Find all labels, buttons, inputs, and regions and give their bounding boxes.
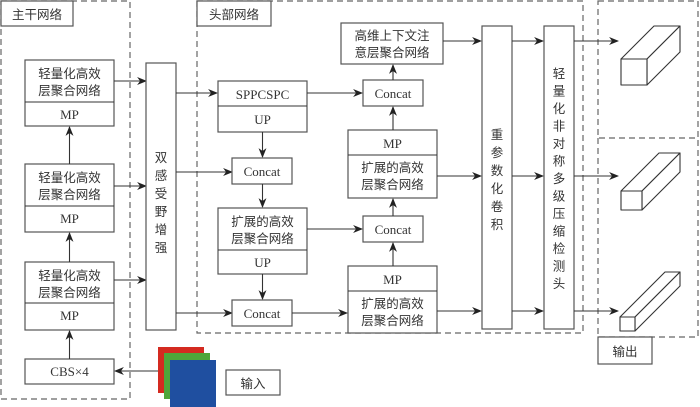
vertical-char: 化 [491, 181, 504, 196]
output-label: 输出 [612, 344, 637, 359]
backbone-block-3: 轻量化高效 层聚合网络 MP [24, 261, 115, 331]
hc-text-bottom: 意层聚合网络 [354, 45, 430, 60]
concat-label: Concat [244, 164, 281, 179]
vertical-char: 数 [491, 163, 504, 178]
vertical-char: 受 [155, 186, 168, 201]
block-text-bottom: 层聚合网络 [38, 187, 101, 202]
elan-left-block: 扩展的高效 层聚合网络 UP [217, 207, 308, 275]
head-label: 头部网络 [209, 7, 260, 22]
elan-text-top: 扩展的高效 [361, 296, 424, 311]
vertical-char: 非 [553, 119, 566, 134]
vertical-char: 重 [491, 127, 504, 142]
backbone-label: 主干网络 [12, 7, 63, 22]
block-sub: MP [60, 107, 79, 122]
vertical-char: 测 [553, 259, 566, 274]
hc-text-top: 高维上下文注 [354, 28, 430, 43]
output-frame-top [597, 0, 699, 139]
input-label: 输入 [240, 376, 266, 391]
elan-right-block-2: MP 扩展的高效 层聚合网络 [347, 265, 438, 334]
elan-text-top: 扩展的高效 [361, 160, 424, 175]
vertical-char: 对 [553, 136, 566, 151]
concat-label: Concat [375, 222, 412, 237]
elan-right-block-1: MP 扩展的高效 层聚合网络 [347, 129, 438, 199]
vertical-char: 检 [553, 241, 566, 256]
output-feature-cube-large [620, 25, 681, 86]
mp-label: MP [383, 136, 402, 151]
input-label-box [225, 369, 281, 396]
vertical-char: 多 [553, 171, 566, 186]
vertical-char: 压 [553, 206, 566, 221]
input-image-icon [158, 347, 216, 407]
elan-text-top: 扩展的高效 [231, 214, 294, 229]
head-label-box [196, 0, 272, 27]
cbs-block: CBS×4 [24, 358, 115, 385]
block-text-top: 轻量化高效 [38, 66, 101, 81]
block-text-top: 轻量化高效 [38, 170, 101, 185]
block-sub: MP [60, 211, 79, 226]
concat-label: Concat [375, 86, 412, 101]
vertical-char: 头 [553, 276, 566, 291]
elan-text-bottom: 层聚合网络 [231, 231, 294, 246]
detection-head-block [543, 25, 575, 330]
block-text-bottom: 层聚合网络 [38, 83, 101, 98]
backbone-label-box [0, 0, 74, 27]
concat-label: Concat [244, 306, 281, 321]
vertical-char: 缩 [553, 224, 566, 239]
vertical-char: 参 [491, 145, 504, 160]
concat-right-mid: Concat [362, 215, 424, 243]
vertical-char: 野 [155, 204, 168, 219]
block-text-bottom: 层聚合网络 [38, 285, 101, 300]
vertical-char: 称 [553, 154, 566, 169]
concat-left-2: Concat [231, 299, 293, 327]
output-feature-cube-small [619, 271, 681, 332]
elan-text-bottom: 层聚合网络 [361, 177, 424, 192]
vertical-char: 双 [155, 150, 168, 165]
vertical-char: 化 [553, 101, 566, 116]
vertical-char: 积 [491, 217, 504, 232]
vertical-char: 级 [553, 189, 566, 204]
concat-left-1: Concat [231, 157, 293, 185]
sppcspc-block: SPPCSPC UP [217, 80, 308, 133]
up-label: UP [254, 255, 271, 270]
vertical-char: 量 [553, 84, 566, 99]
output-feature-cube-medium [620, 152, 681, 211]
up-label: UP [254, 112, 271, 127]
cbs-label: CBS×4 [50, 364, 89, 379]
vertical-char: 强 [155, 240, 168, 255]
dual-rf-enhance-block [145, 62, 177, 331]
backbone-block-2: 轻量化高效 层聚合网络 MP [24, 163, 115, 233]
backbone-block-1: 轻量化高效 层聚合网络 MP [24, 59, 115, 127]
block-sub: MP [60, 308, 79, 323]
concat-right-top: Concat [362, 79, 424, 107]
vertical-char: 轻 [553, 66, 566, 81]
vertical-char: 卷 [491, 199, 504, 214]
reparam-conv-block [481, 25, 513, 330]
output-label-box [597, 336, 653, 365]
high-dim-context-attention-block: 高维上下文注 意层聚合网络 [340, 22, 444, 65]
elan-text-bottom: 层聚合网络 [361, 313, 424, 328]
mp-label: MP [383, 272, 402, 287]
vertical-char: 增 [155, 222, 168, 237]
block-text-top: 轻量化高效 [38, 268, 101, 283]
vertical-char: 感 [155, 168, 168, 183]
sppcspc-label: SPPCSPC [236, 87, 290, 102]
